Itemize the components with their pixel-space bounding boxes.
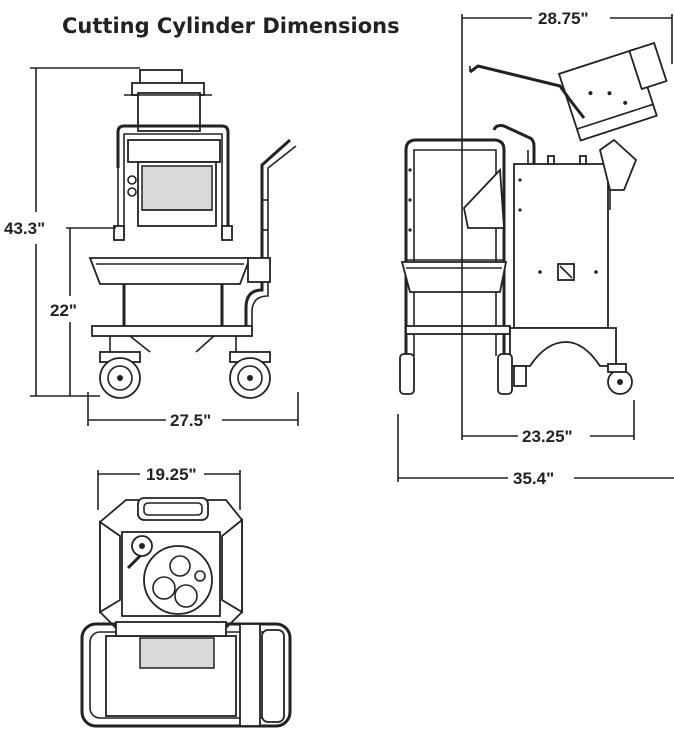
dim-front-width: 27.5" <box>170 411 211 430</box>
side-view <box>399 41 668 395</box>
dim-front-height-total: 43.3" <box>4 219 45 238</box>
dim-side-total-width: 35.4" <box>513 469 554 488</box>
dim-side-top-width: 28.75" <box>538 9 589 28</box>
side-frame-left <box>404 138 506 356</box>
diagram-title: Cutting Cylinder Dimensions <box>62 14 400 38</box>
top-dimension-lines <box>97 470 241 510</box>
side-base <box>509 327 617 367</box>
side-tray <box>400 261 508 293</box>
side-dimension-lines <box>397 14 674 482</box>
side-body <box>513 163 609 329</box>
side-wheel-mid <box>497 353 513 395</box>
side-wheel-left <box>399 353 415 395</box>
front-view <box>88 69 297 399</box>
front-base <box>91 325 253 337</box>
dim-front-height-tray: 22" <box>50 301 77 320</box>
front-dimension-lines <box>30 67 299 426</box>
front-handle <box>244 138 291 330</box>
dim-top-width: 19.25" <box>146 465 197 484</box>
top-view <box>80 497 292 728</box>
top-cutting-disc <box>143 545 213 615</box>
side-motor-head <box>557 41 668 142</box>
dim-side-base-width: 23.25" <box>522 427 573 446</box>
front-tray <box>88 257 252 285</box>
